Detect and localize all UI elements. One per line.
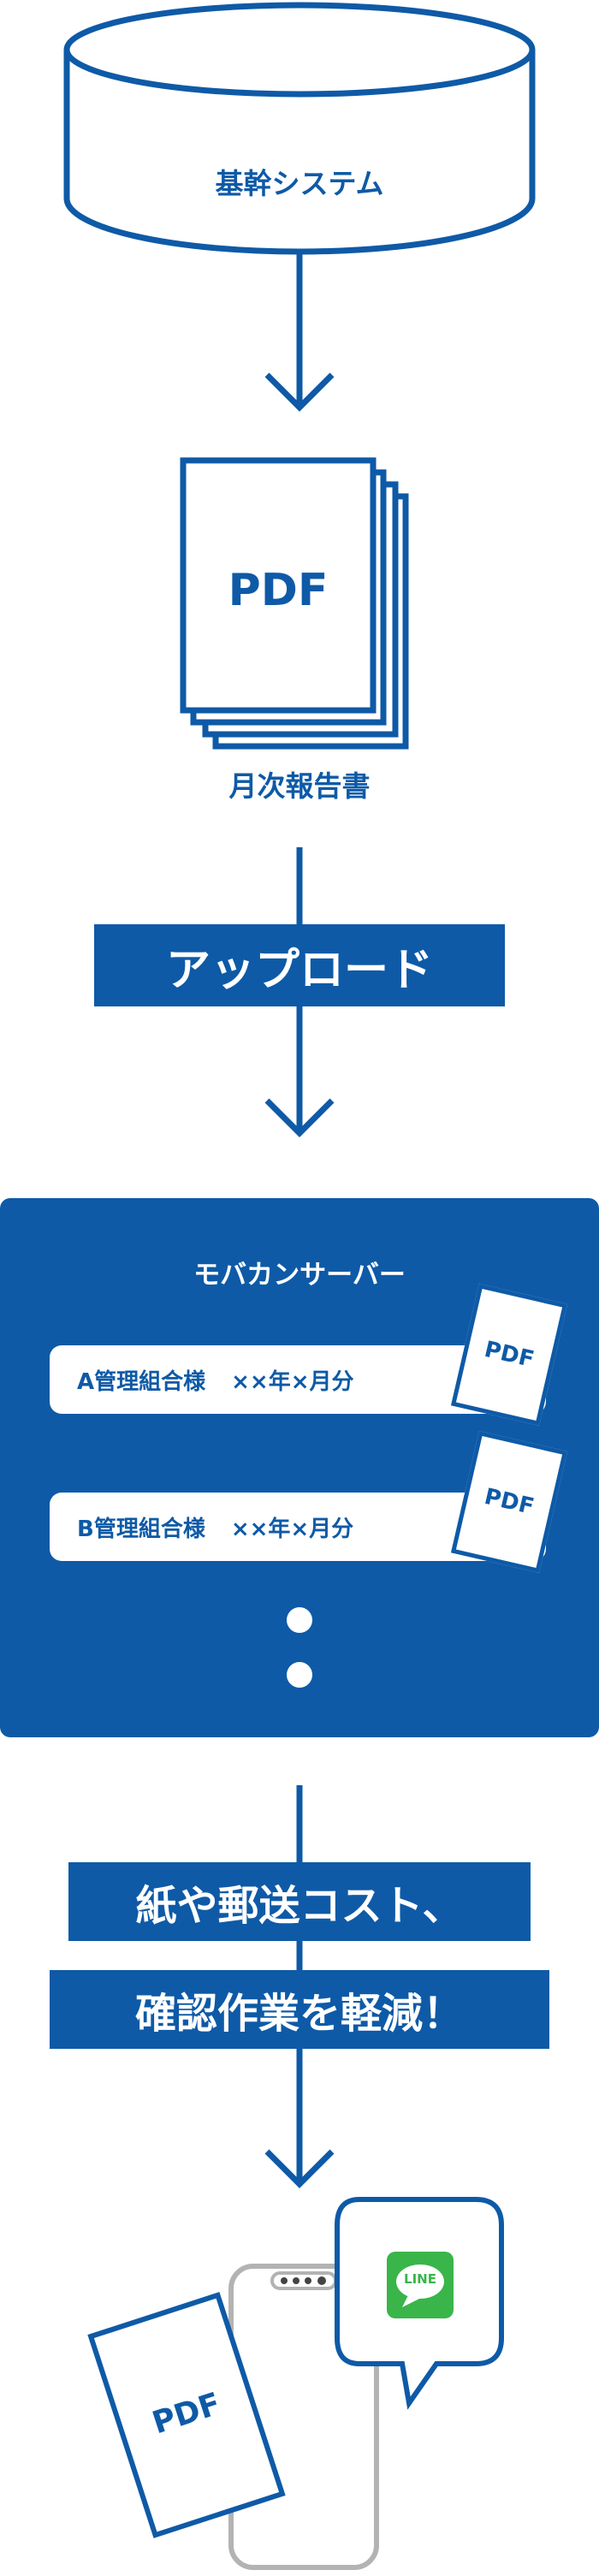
benefit-banner-line2: 確認作業を軽減！ xyxy=(50,1970,549,2049)
upload-banner: アップロード xyxy=(94,924,505,1006)
pdf-document-icon xyxy=(87,2292,286,2538)
report-row-org: B管理組合様 xyxy=(77,1516,205,1542)
report-row-period: ××年×月分 xyxy=(231,1368,354,1395)
ellipsis-dot xyxy=(287,1607,312,1633)
line-notification-bubble-icon xyxy=(335,2197,504,2410)
server-title: モバカンサーバー xyxy=(193,1260,406,1291)
pdf-text: PDF xyxy=(482,1483,537,1521)
report-row-org: A管理組合様 xyxy=(77,1368,206,1395)
report-row-period: ××年×月分 xyxy=(230,1516,354,1542)
server-panel: モバカンサーバー A管理組合様 ××年×月分 B管理組合様 ××年×月分 PDF… xyxy=(0,1198,599,1737)
pdf-document-stack-icon xyxy=(180,457,409,750)
line-logo-text: LINE xyxy=(404,2271,436,2287)
ellipsis-dot xyxy=(287,1662,312,1688)
pdf-stack-text: PDF xyxy=(228,565,329,616)
pdf-document-icon: PDF xyxy=(450,1430,568,1574)
arrow-down-icon xyxy=(264,253,335,412)
database-cylinder-icon xyxy=(63,2,536,255)
database-label: 基幹システム xyxy=(215,167,384,200)
pdf-text: PDF xyxy=(482,1336,537,1374)
benefit-banner-line1: 紙や郵送コスト、 xyxy=(68,1862,531,1941)
pdf-document-icon: PDF xyxy=(450,1283,568,1427)
monthly-report-label: 月次報告書 xyxy=(228,769,371,803)
